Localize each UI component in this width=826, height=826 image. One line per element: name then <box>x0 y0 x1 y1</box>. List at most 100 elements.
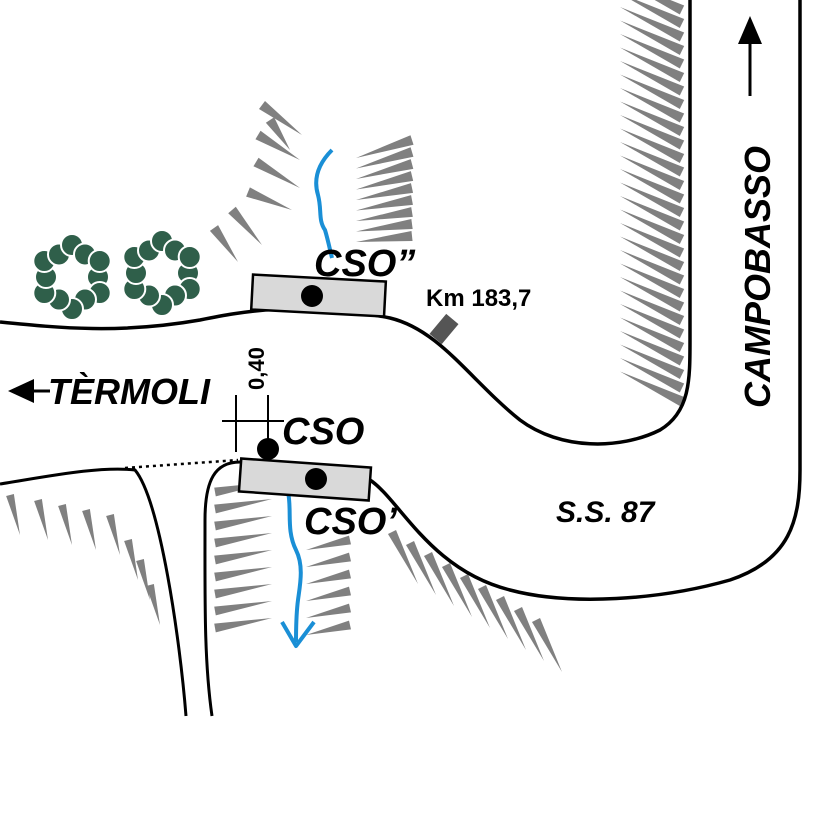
tree-icon <box>32 233 112 321</box>
slope-hatch-mark <box>423 551 454 606</box>
tree-icon <box>122 229 202 317</box>
label-cso: CSO <box>282 411 364 453</box>
slope-hatch-mark <box>214 516 272 531</box>
flow-arrow-icon <box>280 620 316 648</box>
label-cso-lower: CSO’ <box>304 501 397 543</box>
label-campobasso: CAMPOBASSO <box>737 146 778 408</box>
label-km: Km 183,7 <box>426 285 531 312</box>
arrow-left-icon <box>8 379 50 403</box>
slope-hatch-mark <box>82 509 96 550</box>
slope-hatch-mark <box>620 142 685 177</box>
slope-hatch-mark <box>620 358 685 393</box>
arrow-up-icon <box>738 16 762 96</box>
road-edge-upper <box>0 0 692 446</box>
slope-hatch-mark <box>228 206 262 245</box>
slope-hatch-mark <box>620 196 685 231</box>
slope-hatch-mark <box>620 88 685 123</box>
slope-hatch-mark <box>58 504 72 545</box>
slope-hatch-mark <box>356 159 414 179</box>
slope-hatch-mark <box>620 331 685 366</box>
slope-hatch-mark <box>306 552 351 567</box>
trees <box>32 229 202 321</box>
dimension-marker <box>222 395 284 452</box>
slope-hatch-mark <box>306 569 351 584</box>
slope-hatch-mark <box>214 533 272 548</box>
culvert-lower-outlet <box>305 468 327 490</box>
slope-hatch-mark <box>214 499 272 514</box>
road-edge-lower <box>369 0 802 601</box>
slope-hatch-mark <box>620 236 685 272</box>
slope-hatch-mark <box>620 250 685 285</box>
slope-hatch-mark <box>620 101 685 137</box>
stream-upper <box>314 148 334 259</box>
slope-hatch-mark <box>356 183 414 200</box>
slope-hatch-mark <box>214 601 272 616</box>
slope-hatch-mark <box>265 117 290 150</box>
slope-hatch-mark <box>259 101 302 135</box>
culvert-lower <box>237 457 373 502</box>
slope-hatch-mark <box>214 550 272 565</box>
label-cso-upper: CSO” <box>314 243 415 285</box>
label-road: S.S. 87 <box>556 496 656 529</box>
slope-hatch-mark <box>531 617 562 672</box>
slope-hatch-mark <box>620 115 685 150</box>
slope-hatch-mark <box>620 263 685 299</box>
slope-hatch-mark <box>620 277 685 312</box>
slope-hatch-mark <box>620 223 685 258</box>
slope-hatch-mark <box>620 128 685 164</box>
slope-hatch-mark <box>106 514 120 555</box>
slope-hatch-mark <box>209 225 238 262</box>
slope-hatch-mark <box>513 606 544 661</box>
slope-hatch-mark <box>214 567 272 582</box>
slope-hatch-mark <box>620 371 685 407</box>
slope-hatch-mark <box>620 20 685 56</box>
stream-lower <box>286 491 303 643</box>
slope-hatching-upper-right <box>356 135 414 242</box>
slope-hatch-mark <box>620 304 685 339</box>
slope-hatch-mark <box>356 219 413 232</box>
slope-hatch-mark <box>495 595 526 650</box>
dotted-boundary <box>124 458 239 470</box>
slope-hatch-mark <box>306 603 351 618</box>
side-road-left-edge <box>0 467 188 717</box>
slope-hatch-mark <box>620 47 685 83</box>
side-road-right-edge <box>203 460 241 717</box>
slope-hatch-mark <box>356 231 413 242</box>
slope-hatch-mark <box>306 535 351 550</box>
slope-hatch-mark <box>477 584 508 639</box>
slope-hatch-mark <box>255 130 300 160</box>
slope-hatch-mark <box>146 584 160 625</box>
slope-hatching-lower-right <box>387 529 562 672</box>
culvert-upper-outlet <box>301 285 323 307</box>
slope-hatch-mark <box>620 344 685 380</box>
slope-hatch-mark <box>124 539 138 580</box>
slope-hatch-mark <box>356 195 413 211</box>
slope-hatch-mark <box>620 290 685 326</box>
slope-hatch-mark <box>214 618 272 633</box>
slope-hatch-mark <box>356 207 413 221</box>
slope-hatch-mark <box>6 494 20 535</box>
slope-hatch-mark <box>620 34 685 69</box>
slope-hatch-mark <box>620 182 685 218</box>
slope-hatch-mark <box>253 157 300 188</box>
slope-hatch-mark <box>441 562 472 617</box>
slope-hatch-mark <box>306 620 351 635</box>
slope-hatch-mark <box>654 0 685 15</box>
slope-hatching-right-bank <box>620 0 685 407</box>
label-dimension: 0,40 <box>244 347 269 390</box>
slope-hatch-mark <box>246 187 292 210</box>
slope-hatching-upper-left <box>209 101 302 262</box>
slope-hatching-lower-left <box>6 494 160 625</box>
slope-hatch-mark <box>620 209 685 245</box>
slope-hatch-mark <box>631 0 685 29</box>
slope-hatch-mark <box>306 586 351 601</box>
slope-hatch-mark <box>405 540 436 595</box>
slope-hatch-mark <box>214 584 272 599</box>
cso-point <box>257 438 279 460</box>
slope-hatch-mark <box>620 317 685 353</box>
slope-hatch-mark <box>620 155 685 191</box>
slope-hatch-mark <box>620 7 685 42</box>
slope-hatch-mark <box>356 171 414 190</box>
slope-hatch-mark <box>356 135 414 158</box>
